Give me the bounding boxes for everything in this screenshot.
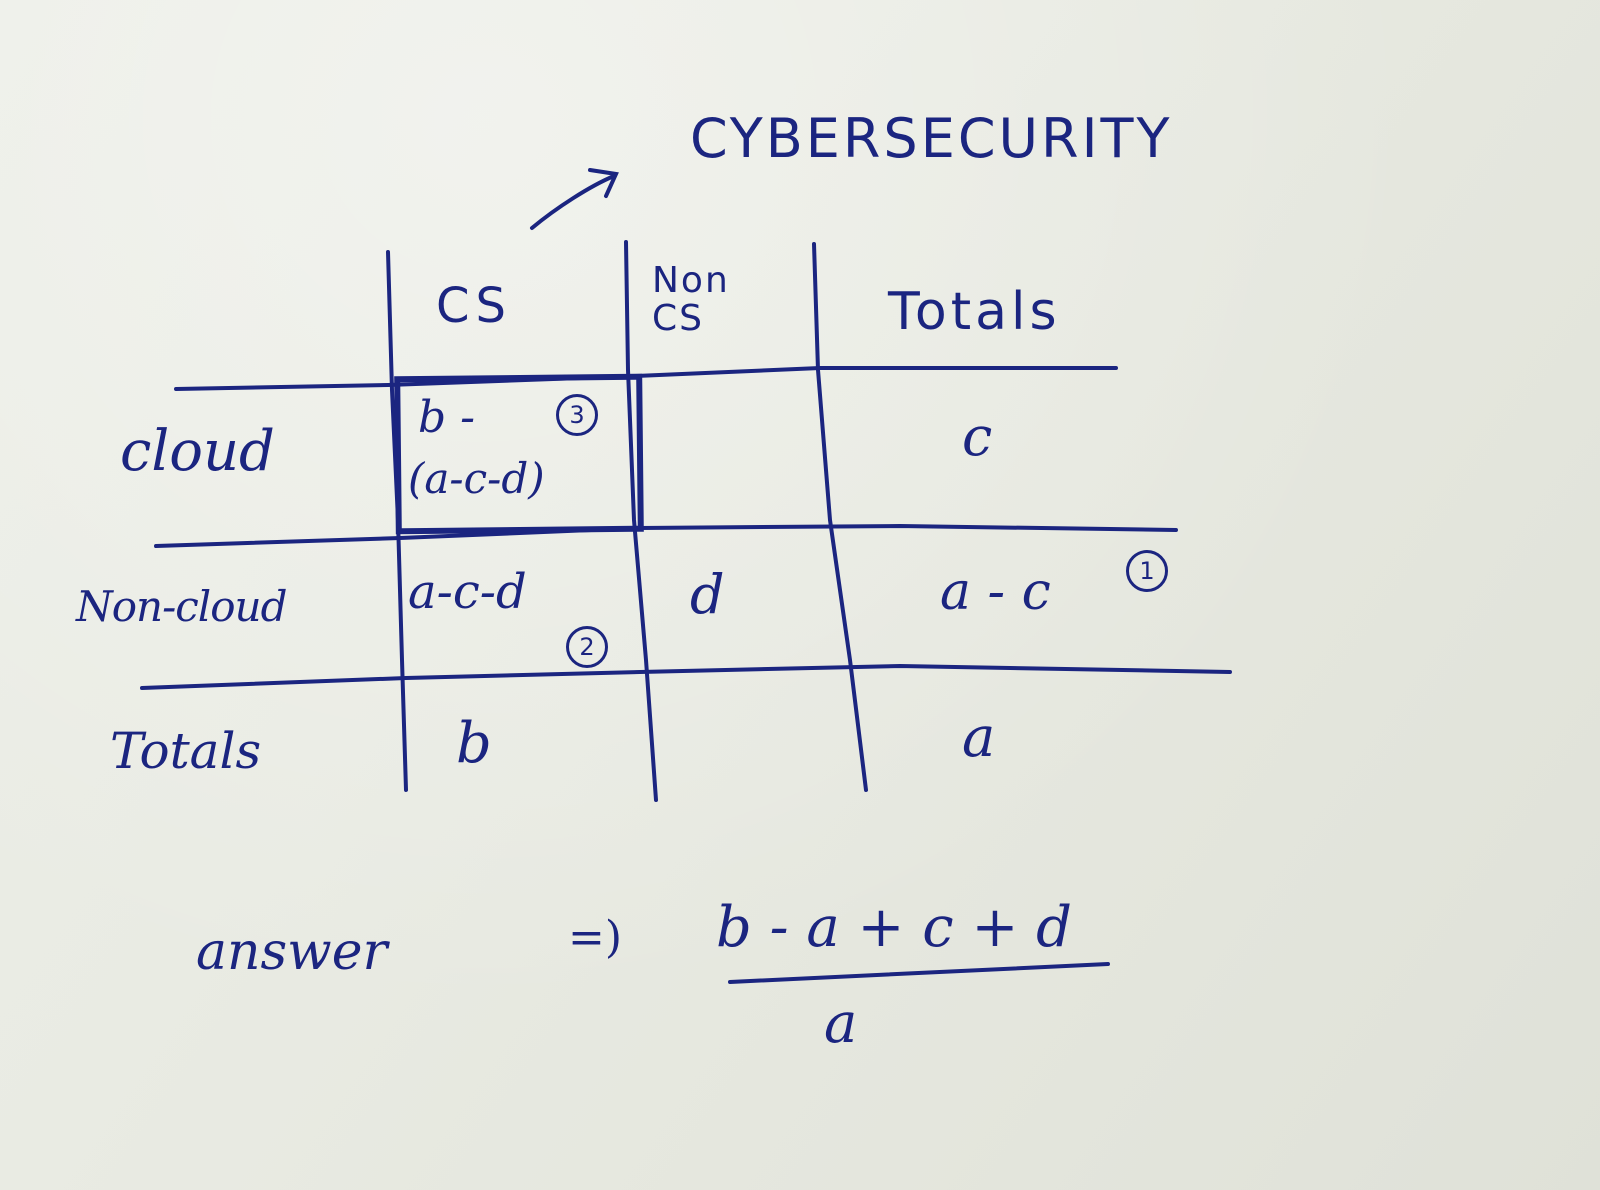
cybersecurity-label: CYBERSECURITY — [690, 107, 1173, 170]
cell-noncloud-cs: a-c-d — [408, 564, 527, 620]
cell-cloud-cs-line1: b - — [418, 392, 476, 443]
vline-middle — [624, 240, 658, 802]
column-header-non-cs: Non CS — [652, 260, 730, 339]
arrow-line — [530, 174, 616, 230]
cell-cloud-cs-line2: (a-c-d) — [408, 454, 545, 503]
answer-implies-arrow: =) — [568, 912, 623, 963]
hline-noncloud — [140, 663, 1232, 690]
row-label-cloud: cloud — [120, 419, 275, 484]
hline-cloud — [154, 523, 1178, 548]
answer-label: answer — [196, 922, 388, 982]
row-label-non-cloud: Non-cloud — [76, 582, 287, 631]
answer-denominator: a — [824, 991, 858, 1056]
cell-noncloud-cs-marker: 2 — [566, 626, 608, 668]
column-header-cs: CS — [436, 278, 512, 334]
cell-noncloud-total-marker: 1 — [1126, 550, 1168, 592]
row-label-totals: Totals — [110, 722, 262, 780]
cell-totals-cs: b — [456, 711, 492, 776]
fraction-bar — [728, 962, 1110, 984]
cell-totals-total: a — [962, 705, 996, 770]
arrow-head — [588, 168, 619, 198]
column-header-totals: Totals — [888, 282, 1061, 342]
hline-header — [174, 366, 1118, 391]
vline-right — [812, 242, 868, 792]
cell-cloud-total: c — [962, 405, 993, 468]
highlight-box — [394, 373, 644, 535]
cell-noncloud-total: a - c — [940, 562, 1051, 622]
answer-numerator: b - a + c + d — [716, 895, 1073, 960]
cell-cloud-cs-marker: 3 — [556, 394, 598, 436]
cell-noncloud-non-cs: d — [690, 563, 725, 626]
